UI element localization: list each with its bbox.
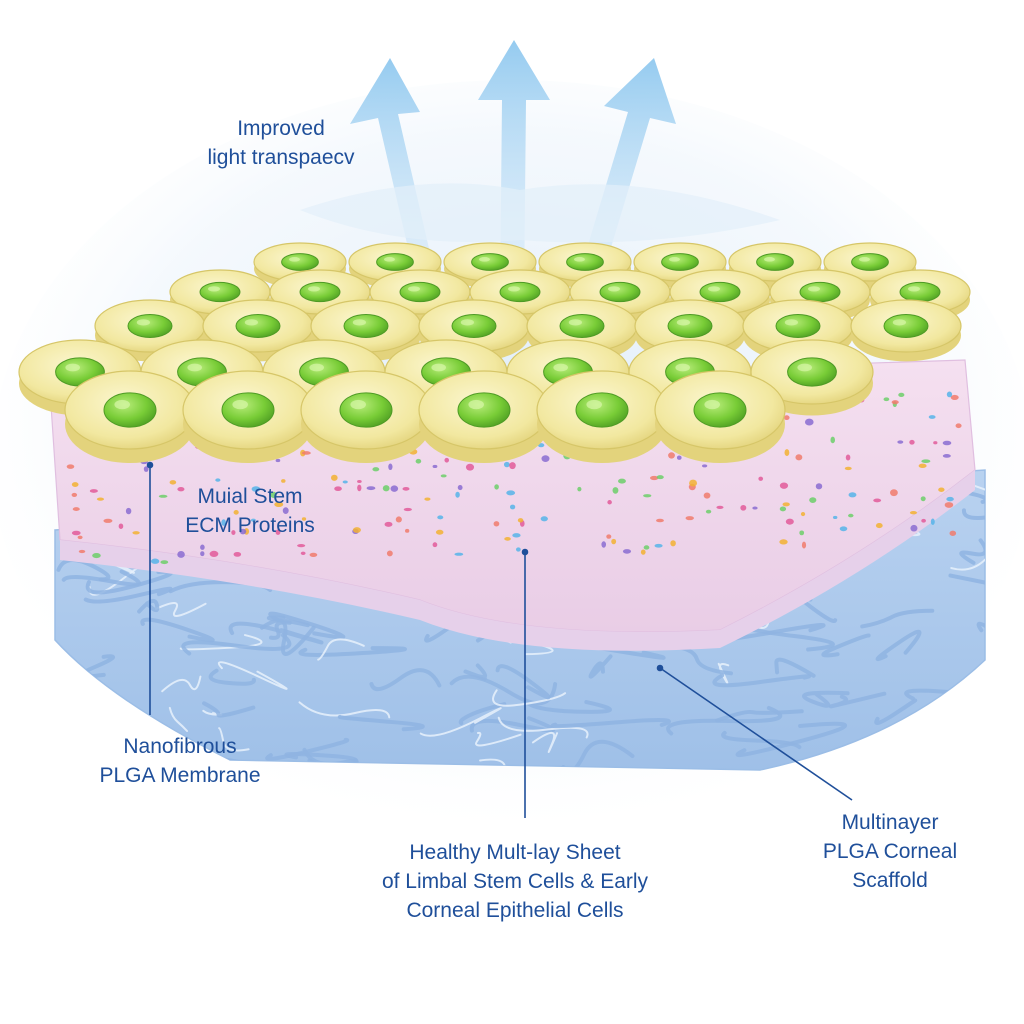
epithelial-cell <box>310 299 422 362</box>
label-light-line1: Improved <box>237 117 325 140</box>
epithelial-cell <box>300 370 432 464</box>
leader-line-scaffold <box>659 667 853 801</box>
label-light-transparency: Improved light transpaecv <box>176 114 386 172</box>
label-multilayer-scaffold: Multinayer PLGA Corneal Scaffold <box>790 808 990 895</box>
epithelial-cell <box>418 299 530 362</box>
label-ecm-line2: ECM Proteins <box>185 514 315 537</box>
light-arrows <box>300 40 780 304</box>
cell-sheet <box>18 242 971 464</box>
epithelial-cell <box>182 370 314 464</box>
light-arrow-right <box>572 58 676 304</box>
light-arrow-center <box>478 40 550 300</box>
light-arrow-left <box>350 58 440 300</box>
epithelial-cell <box>536 370 668 464</box>
label-ecm-line1: Muial Stem <box>197 485 303 508</box>
label-cell-sheet: Healthy Mult-lay Sheet of Limbal Stem Ce… <box>330 838 700 925</box>
label-ecm-proteins: Muial Stem ECM Proteins <box>160 482 340 540</box>
label-sheet-line3: Corneal Epithelial Cells <box>406 899 624 922</box>
label-sheet-line1: Healthy Mult-lay Sheet <box>409 841 621 864</box>
label-light-line2: light transpaecv <box>207 146 355 169</box>
epithelial-cell <box>418 370 550 464</box>
epithelial-cell <box>64 370 196 464</box>
label-nanofibrous-membrane: Nanofibrous PLGA Membrane <box>70 732 290 790</box>
label-scaffold-line3: Scaffold <box>852 869 928 892</box>
leader-dot-scaffold <box>656 664 664 672</box>
leader-dot-sheet <box>521 548 529 556</box>
label-membrane-line2: PLGA Membrane <box>99 764 261 787</box>
epithelial-cell <box>654 370 786 464</box>
epithelial-cell <box>850 299 962 362</box>
label-scaffold-line1: Multinayer <box>841 811 939 834</box>
light-haze <box>300 183 780 243</box>
leader-lines <box>146 461 853 818</box>
label-membrane-line1: Nanofibrous <box>123 735 237 758</box>
label-scaffold-line2: PLGA Corneal <box>822 840 958 863</box>
leader-dot-membrane <box>146 461 154 469</box>
label-sheet-line2: of Limbal Stem Cells & Early <box>381 870 649 893</box>
